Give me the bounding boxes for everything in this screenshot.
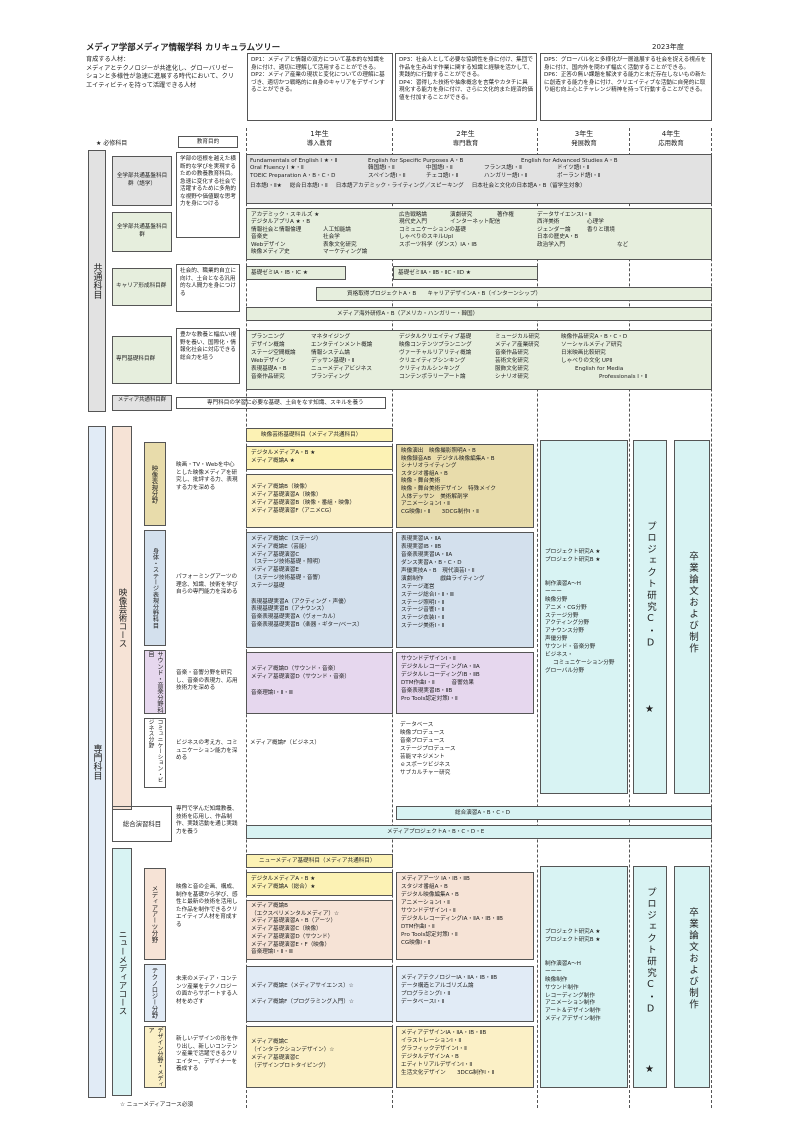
liberal-col2: デジタルクリエイティブ基礎映像コンテンツプランニングヴァーチャルリアリティ概論ク…	[399, 334, 472, 380]
eizo-proj-cd: プロジェクト研究C・D ★	[633, 440, 667, 794]
business-field-goal: ビジネスの考え方、コミュニケーション能力を深める	[176, 740, 238, 762]
sogo-goal: 専門で学んだ知識教養、技術を応用し、作品制作、実践活動を通じ実践力を養う	[176, 806, 238, 835]
base-col1b: 人工知能論社会学表象文化研究マーケティング論	[323, 226, 368, 255]
stage-field-name: 身体・ステージ表現分野科目	[144, 530, 166, 646]
common-liberal-name: 専門基礎科目群	[112, 336, 172, 384]
new-year1-core: デジタルメディアA・B ★メディア概論A（総合）★	[246, 872, 393, 896]
base-col2b: 演劇研究インターネット配信	[450, 212, 501, 226]
tech-field-goal: 未来のメディア・コンテンツ産業をテクノロジーの面からサポートする人材をめざす	[176, 976, 238, 1005]
new-proj-cd-label: プロジェクト研究C・D	[645, 887, 656, 1017]
year4-column	[630, 128, 712, 1108]
page-title: メディア学部メディア情報学科 カリキュラムツリー	[86, 42, 281, 52]
tech-y1: メディア概論E（メディアサイエンス）☆ メディア概論F（プログラミング入門）☆	[246, 966, 393, 1022]
eizo-graduation-label: 卒業論文および制作	[687, 551, 698, 655]
base-col3b: 心理学香りと環境 など	[587, 219, 629, 248]
common-liberal-goal: 豊かな教養と幅広い視野を養い、国際化・情報化社会に対応できる総合力を培う	[176, 328, 240, 384]
liberal-col2b: ミュージカル研究メディア産業研究音楽作品研究芸術文化研究服飾文化研究シナリオ研究	[495, 334, 540, 380]
year-label: 2023年度	[652, 43, 684, 51]
dp-box-1: DP1：メディアと情報の双方について基本的な知識を身に付け、適切に理解して活用す…	[247, 53, 393, 121]
seminar1-bar: 基礎ゼミⅠA・ⅠB・IC ★	[246, 266, 346, 280]
eizo-common-bar: 映像芸術基礎科目（メディア共通科目）	[246, 428, 393, 442]
common-lang-goal: 学部の垣根を越えた横断的な学びを実現するための教養教育科目。急速に変化する社会で…	[176, 152, 240, 238]
new-proj-star: ★	[645, 1064, 654, 1075]
business-y1: メディア概論F（ビジネス）	[250, 740, 320, 746]
legend-required: ★ 必修科目	[96, 140, 128, 147]
tech-field-name: テクノロジー分野	[144, 964, 166, 1022]
media-common-goal: 専門科目の学習に必要な基礎、土台をなす知識、スキルを養う	[176, 397, 386, 409]
new-proj-cd: プロジェクト研究C・D ★	[633, 866, 667, 1088]
sound-y1: メディア概論D（サウンド・音楽）メディア基礎演習D（サウンド・音楽） 音楽理論Ⅰ…	[246, 652, 393, 714]
eizo-field-goal: 映画・TV・Webを中心とした映像メディアを研究し、批評する力、表現する力を深め…	[176, 462, 238, 491]
sogo-name: 総合演習科目	[112, 806, 172, 842]
senmon-section-label: 専門科目	[88, 426, 106, 1098]
common-career-name: キャリア形成科目群	[112, 268, 172, 306]
new-common-bar: ニューメディア基礎科目（メディア共通科目）	[246, 854, 393, 868]
design-field-name: デザイン分野・メディア	[144, 1026, 166, 1088]
eizo-course-label: 映像芸術コース	[112, 426, 132, 810]
new-course-label: ニューメディアコース	[112, 848, 132, 1096]
dp-box-2: DP3：社会人として必要な協調性を身に付け、集団で作品を生み出す作業に関する知識…	[395, 53, 537, 121]
year3-header: 3年生発展教育	[571, 130, 597, 148]
year1-header: 1年生導入教育	[306, 130, 333, 148]
ideal-person-heading: 育成する人材：	[86, 56, 130, 63]
eizo-proj-star: ★	[645, 704, 654, 715]
dp-box-3: DP5：グローバル化と多様化が一層進展する社会を捉える視点を身に付け、国内外を問…	[540, 53, 712, 121]
footnote: ☆ ニューメディアコース必須	[120, 1102, 194, 1108]
sogo-bar2: メディアプロジェクトA・B・C・D・E	[246, 825, 712, 839]
sound-field-name: サウンド・音楽分野科目	[144, 650, 166, 714]
business-field-name: コミュニケーション・ビジネス分野	[144, 718, 166, 788]
ideal-person: 育成する人材： メディアとテクノロジーが共進化し、グローバリゼーションと多様性が…	[86, 56, 238, 90]
new-graduation: 卒業論文および制作	[674, 866, 710, 1088]
arts-field-goal: 映像と音の企画、構成、制作を基礎から学び、感性と最新の技術を活用した作品を制作で…	[176, 884, 238, 928]
stage-y1: メディア概論C（ステージ）メディア概論E（芸能）メディア基礎演習C（ステージ技術…	[246, 532, 393, 648]
edu-goal-header: 教育目的	[178, 136, 238, 148]
common-base-name: 全学部共通基盤科目群	[112, 212, 172, 252]
sogo-bar1: 総合演習A・B・C・D	[396, 806, 712, 820]
eizo-y2: 映像演出 映像撮影照明A・B 映像録音AB デジタル映像編集A・B シナリオライ…	[396, 444, 534, 528]
sound-field-goal: 音楽・音響分野を研究し、音楽の表現力、応用技術力を深める	[176, 670, 238, 692]
seminar2-bar: 基礎ゼミⅡA・ⅡB・ⅡC・ⅡD ★	[393, 266, 538, 280]
business-y2: データベース映像プロデュース音楽プロデュースステージプロデュース芸能マネジメント…	[400, 722, 456, 776]
stage-field-goal: パフォーミングアーツの理念、知識、技術を学び自らの専門能力を深める	[176, 574, 238, 596]
year4-header: 4年生応用教育	[658, 130, 684, 148]
design-field-goal: 新しいデザインの形を作り出し、新しいコンテンツ産業で活躍できるクリエイター、デザ…	[176, 1036, 238, 1073]
eizo-y1: メディア概論B（映像）メディア基礎演習A（映像）メディア基礎演習B（映像・番組・…	[246, 474, 393, 528]
year3-column	[538, 128, 630, 1108]
new-graduation-label: 卒業論文および制作	[687, 907, 698, 1011]
career-project-bar: 資格取得プロジェクトA・B キャリアデザインA・B（インターンシップ）	[316, 287, 712, 301]
base-col2c: 著作権	[497, 212, 514, 218]
eizo-graduation: 卒業論文および制作	[674, 440, 710, 794]
common-section-label: 共通科目	[88, 150, 106, 412]
design-y1: メディア概論C（インタラクションデザイン）☆メディア基礎演習C（デザインプロトタ…	[246, 1026, 393, 1088]
eizo-year1-core: デジタルメディアA・B ★メディア概論A ★	[246, 446, 393, 470]
arts-y1: メディア概論B（エクスペリメンタルメディア）☆メディア基礎演習A・B（アーツ）メ…	[246, 900, 393, 960]
year2-column	[393, 128, 538, 1108]
overseas-bar: メディア海外研修A・B（アメリカ・ハンガリー・韓国）	[246, 307, 712, 321]
eizo-field-name: 映像表現分野	[144, 442, 166, 526]
arts-field-name: メディアアーツ分野	[144, 868, 166, 960]
common-career-goal: 社会的、職業的自立に向け、土台となる汎用的な人間力を身につける	[176, 264, 240, 312]
ideal-person-body: メディアとテクノロジーが共進化し、グローバリゼーションと多様性が急速に進展する時…	[86, 65, 235, 89]
year2-header: 2年生専門教育	[452, 130, 479, 148]
media-common-name: メディア共通科目群	[112, 395, 172, 411]
common-lang-name: 全学部共通基盤科目群（語学）	[112, 156, 172, 206]
eizo-proj-cd-label: プロジェクト研究C・D	[645, 521, 656, 651]
